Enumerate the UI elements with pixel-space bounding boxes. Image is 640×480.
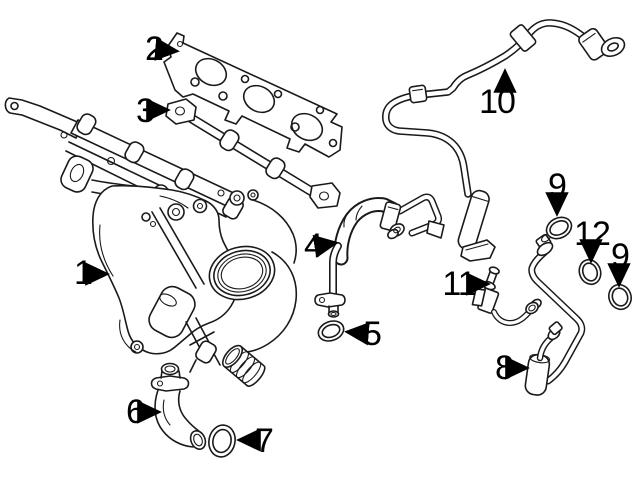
coolant-pipe-drawing (382, 19, 626, 262)
callout-arrows (85, 37, 631, 452)
callout-5: 5 (363, 315, 382, 353)
callout-7: 7 (255, 422, 274, 460)
stud-rail-drawing (165, 98, 341, 209)
o-ring-9a-drawing (545, 216, 573, 240)
o-ring-7-drawing (208, 424, 236, 458)
gasket-drawing (163, 32, 343, 158)
callout-11: 11 (442, 265, 476, 303)
return-pipe-drawing (150, 362, 207, 450)
callout-3: 3 (136, 92, 155, 130)
arrow-2 (154, 37, 180, 61)
arrow-5 (344, 322, 370, 346)
coolant-return-pipe-drawing (524, 233, 586, 396)
o-ring-9b-drawing (608, 283, 632, 311)
oil-hose-drawing (314, 193, 445, 318)
callout-2: 2 (145, 30, 164, 68)
callout-4: 4 (304, 227, 323, 265)
callout-10: 10 (479, 83, 516, 121)
callout-12: 12 (574, 215, 611, 253)
turbocharger-drawing (4, 97, 298, 387)
o-ring-5-drawing (317, 320, 345, 342)
callout-8: 8 (495, 349, 514, 387)
callout-9b: 9 (611, 237, 630, 275)
callout-9a: 9 (548, 167, 567, 205)
callout-6: 6 (126, 393, 145, 431)
arrow-4 (312, 234, 339, 258)
o-ring-12-drawing (578, 258, 602, 286)
callout-1: 1 (74, 254, 93, 292)
